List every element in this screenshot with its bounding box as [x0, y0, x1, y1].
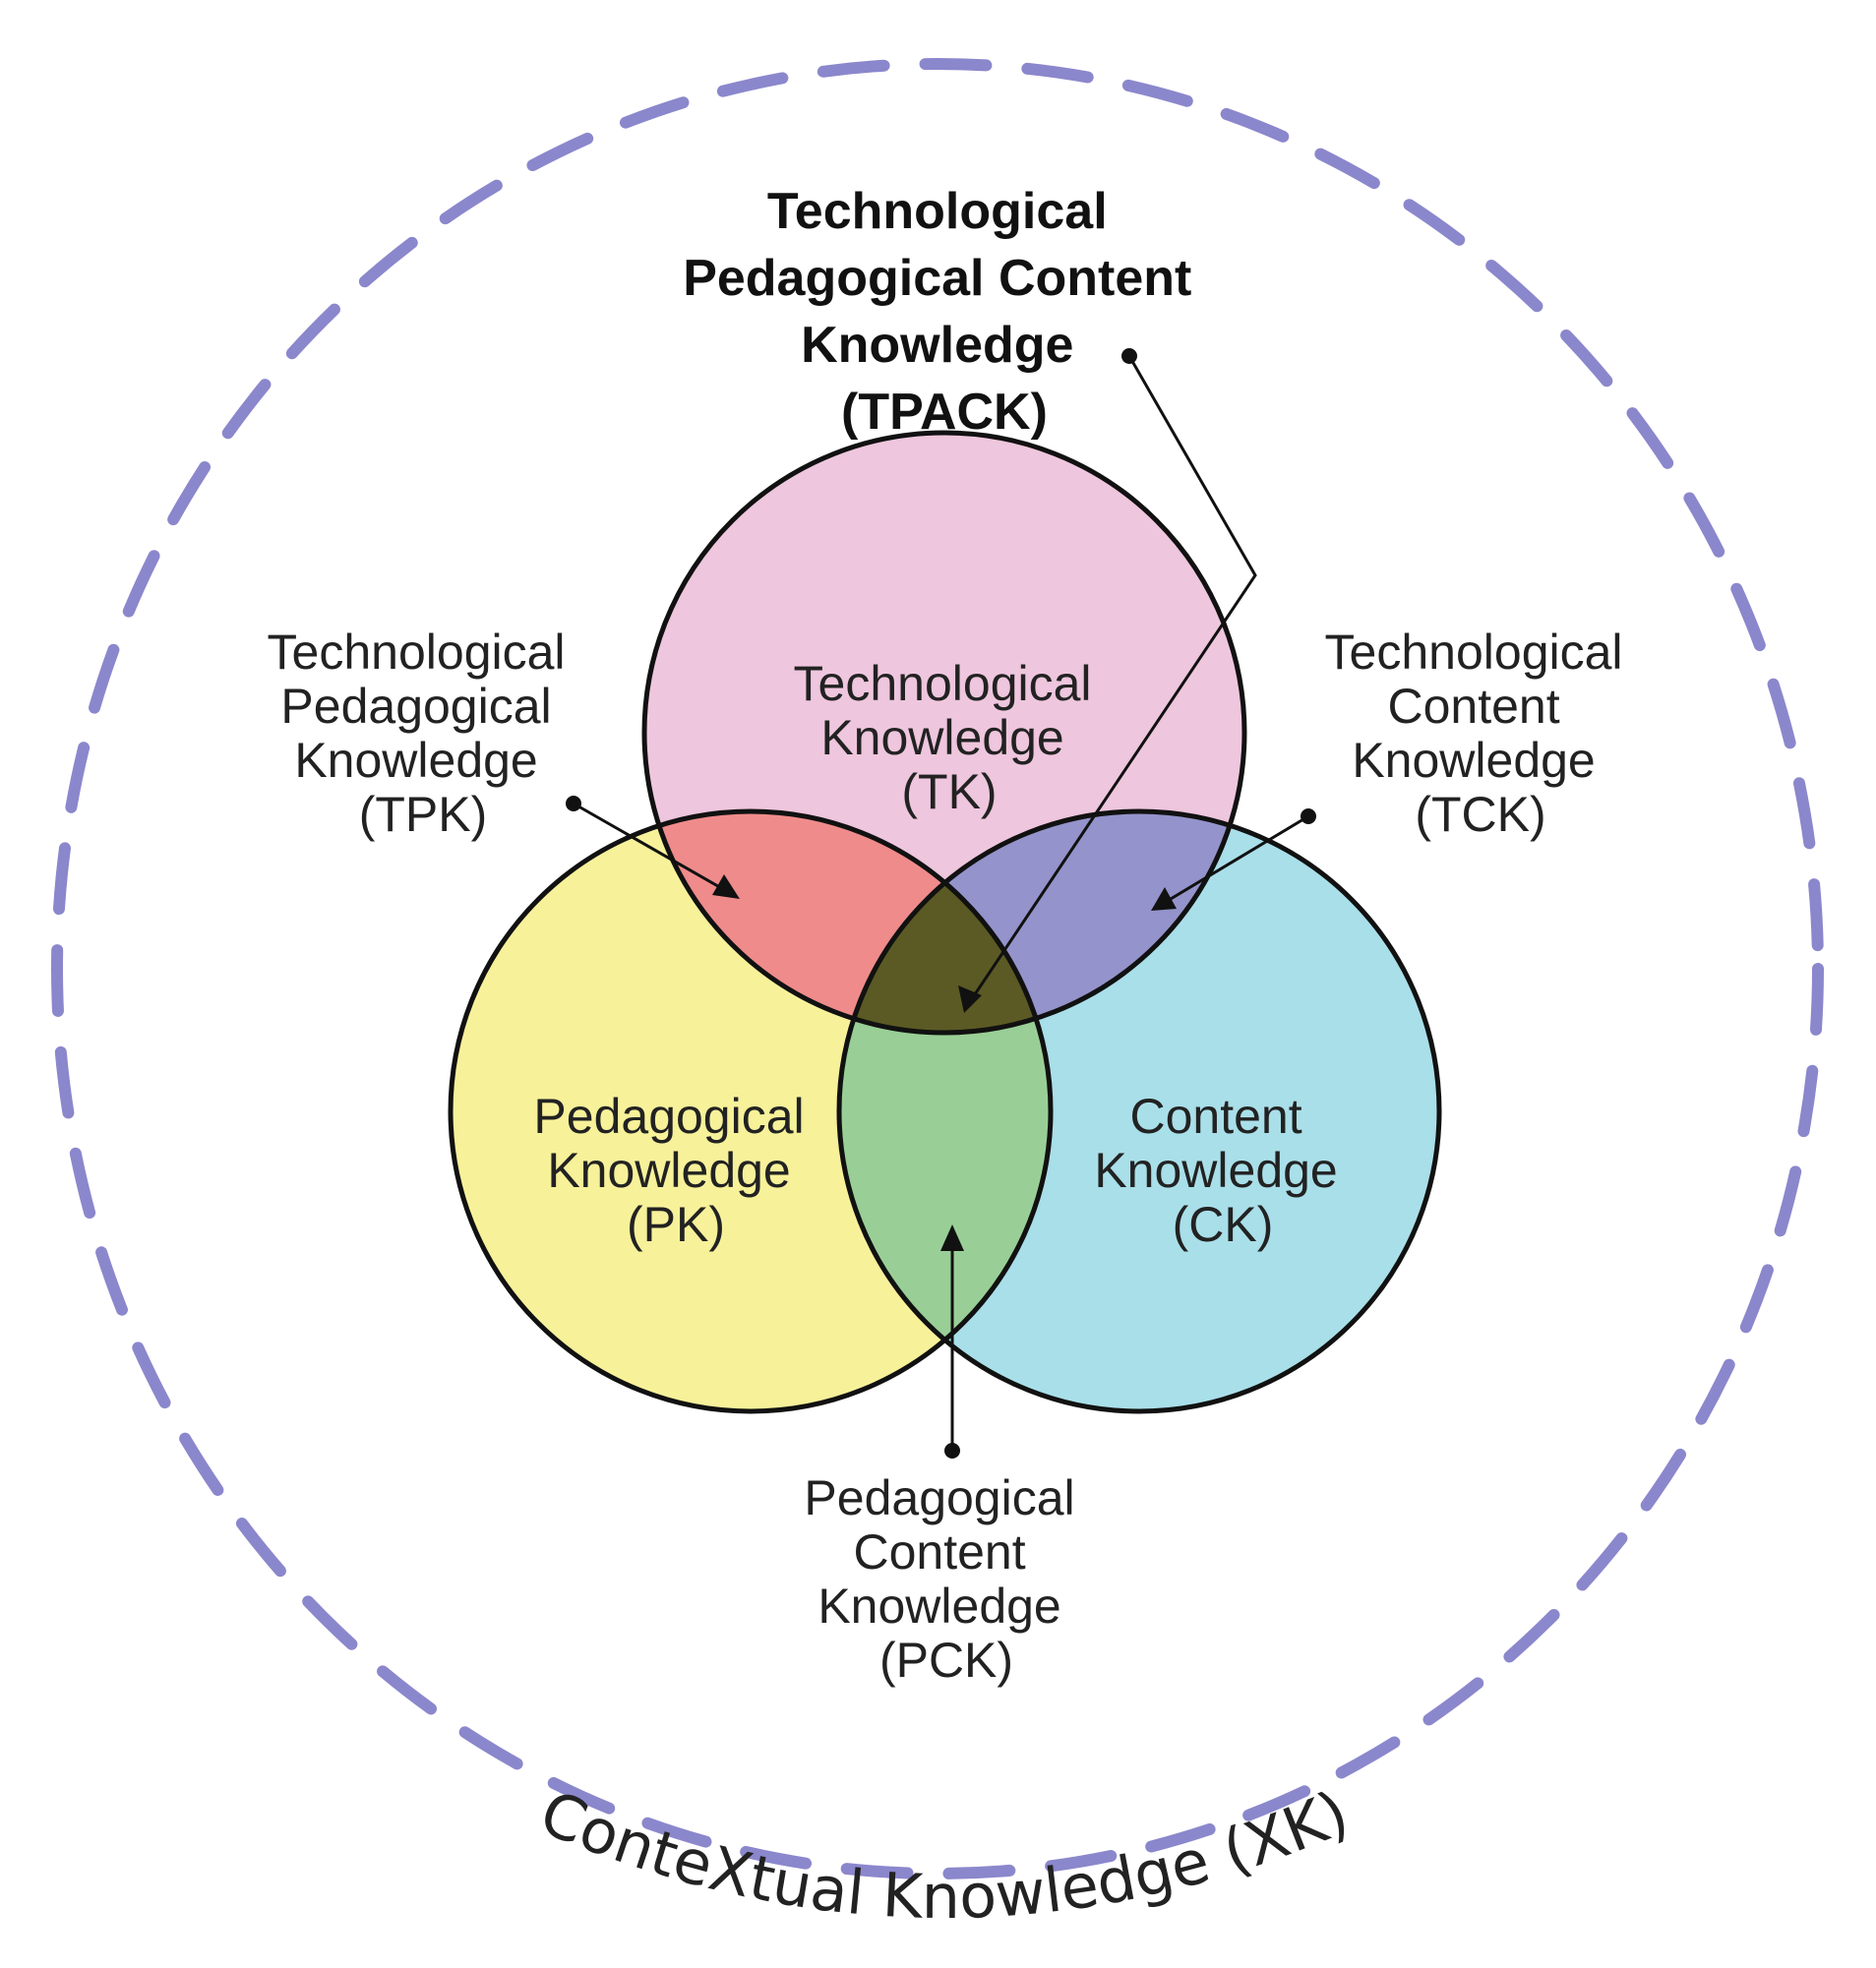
- ck-label: Content Knowledge (CK): [1094, 1089, 1351, 1252]
- pk-label: Pedagogical Knowledge (PK): [533, 1089, 817, 1252]
- tck-arrowhead: [1151, 887, 1177, 911]
- tck-label: Technological Content Knowledge (TCK): [1325, 625, 1637, 842]
- tck-pointer-dot: [1301, 808, 1316, 824]
- circle-outlines: [448, 430, 1442, 1414]
- tpk-pointer-dot: [566, 796, 581, 811]
- tpk-pointer-line: [573, 802, 731, 895]
- tpk-arrowhead: [712, 874, 740, 899]
- pck-pointer-dot: [944, 1443, 960, 1459]
- context-ring: [51, 58, 1824, 1879]
- pck-label: Pedagogical Content Knowledge (PCK): [804, 1470, 1088, 1688]
- tpack-pointer-line: [967, 355, 1257, 1004]
- tpack-label: Technological Pedagogical Content Knowle…: [683, 183, 1206, 441]
- tk-label: Technological Knowledge (TK): [794, 656, 1106, 819]
- tpack-center: [839, 811, 1051, 1033]
- tpk-label: Technological Pedagogical Knowledge (TPK…: [268, 625, 579, 842]
- tck-pointer-line: [1160, 814, 1309, 907]
- tpack-arrowhead: [958, 985, 982, 1013]
- pck-arrowhead: [940, 1224, 964, 1251]
- tpack-pointer-dot: [1121, 348, 1137, 364]
- contextual-knowledge-label: ConteXtual Knowledge (XK): [530, 1776, 1359, 1933]
